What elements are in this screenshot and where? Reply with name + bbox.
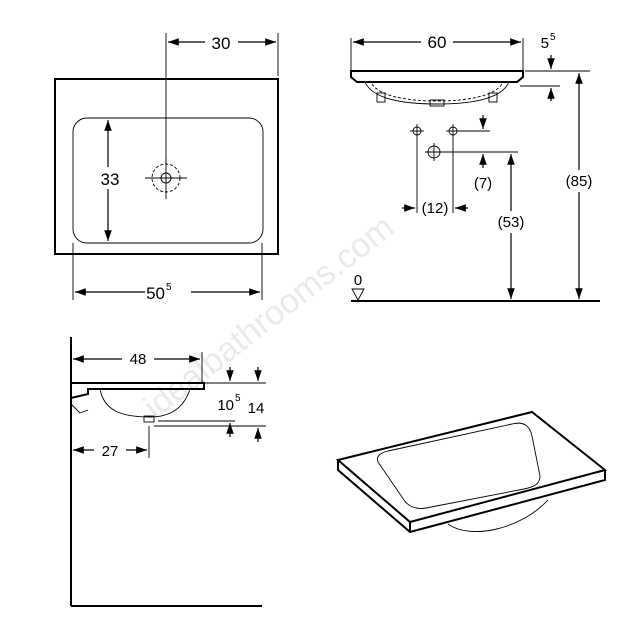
drain-stub [143, 415, 155, 423]
waste-height-label: (53) [498, 214, 525, 231]
waste-marks [410, 124, 460, 161]
rim-label: 5 [541, 35, 549, 52]
depth-label: 33 [101, 170, 120, 189]
bowl-profile [364, 81, 510, 105]
rim-label-sup: 5 [550, 32, 556, 43]
isometric-view [335, 410, 608, 534]
basin-rim [350, 70, 524, 83]
right-foot [488, 92, 498, 103]
width-label: 60 [428, 33, 447, 52]
floor-symbol [351, 288, 365, 301]
width-label: 50 [146, 284, 165, 303]
basin-edge [337, 460, 606, 534]
bowl-profile [99, 388, 191, 418]
waste-offset-label: (7) [474, 175, 492, 192]
tap-offset-label: 30 [212, 34, 231, 53]
bowl-depth-label: 10 [217, 397, 234, 414]
total-depth-label: 14 [248, 400, 265, 417]
bowl-depth-label-sup: 5 [235, 393, 241, 404]
basin-outline [54, 78, 279, 255]
drain-symbol [145, 157, 187, 199]
watermark: idealbathrooms.com [137, 208, 402, 426]
top-view: 30 33 50 5 [54, 31, 279, 303]
waste-spacing-label: (12) [422, 200, 449, 217]
width-label-sup: 5 [166, 282, 172, 293]
bracket [70, 403, 89, 414]
front-view: 60 5 5 (7) [350, 31, 600, 302]
bowl-inner-profile [371, 83, 503, 102]
left-foot [376, 92, 386, 103]
bowl-outline [72, 117, 264, 244]
bowl-outline [377, 422, 541, 509]
floor-label: 0 [354, 272, 362, 289]
side-view: 48 10 5 14 27 [70, 337, 266, 607]
basin-rim [70, 382, 205, 399]
bowl-underside [447, 499, 549, 532]
drain-offset-label: 27 [102, 443, 119, 460]
depth-label: 48 [130, 351, 147, 368]
drain-stub [429, 99, 445, 107]
total-height-label: (85) [566, 173, 593, 190]
